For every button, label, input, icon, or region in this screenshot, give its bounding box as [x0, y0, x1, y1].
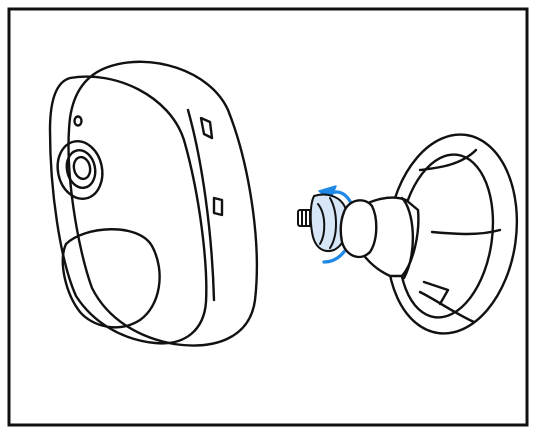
mount-rib-top [418, 148, 478, 172]
screw-knob-ridge-2 [329, 197, 337, 249]
camera-side-seam [186, 108, 216, 302]
mount-screw-icon [297, 193, 349, 252]
mount-rib-bottom [418, 290, 476, 324]
camera-front-face [48, 75, 208, 345]
screw-knob-ridge [317, 203, 326, 245]
camera-sensor-hole [73, 115, 83, 127]
security-camera-icon [48, 60, 258, 347]
camera-side-notch [199, 116, 214, 140]
camera-lower-notch [212, 196, 224, 217]
mount-rib-lower [422, 280, 450, 306]
mount-ball-joint [339, 199, 378, 259]
mount-rib-right [430, 228, 502, 236]
wall-mount-icon [339, 133, 519, 335]
camera-back-housing [67, 60, 258, 347]
camera-pir-window [61, 228, 161, 329]
mount-collar [400, 196, 414, 280]
frame-border [7, 7, 529, 427]
camera-lens-ring [56, 140, 104, 200]
camera-lens-inner [72, 155, 92, 181]
camera-lens-mid [65, 148, 97, 190]
